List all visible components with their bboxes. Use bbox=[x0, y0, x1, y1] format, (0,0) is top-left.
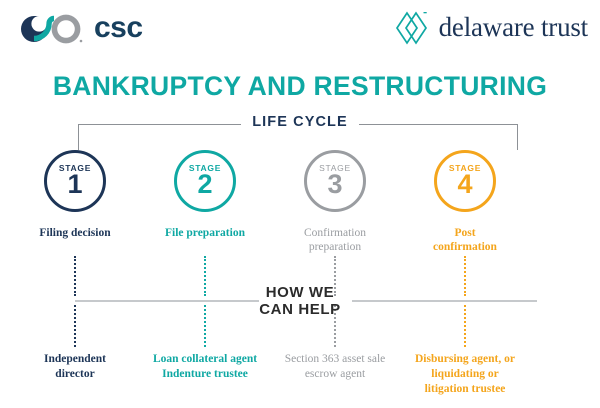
connector-dots-stage-2-upper bbox=[204, 256, 208, 296]
stage-3-circle: STAGE 3 bbox=[304, 150, 366, 212]
stage-4-label: STAGE bbox=[448, 162, 482, 173]
life-cycle-bracket bbox=[78, 124, 518, 150]
stage-1-caption: Filing decision bbox=[39, 227, 111, 239]
how-we-can-help-line-1: HOW WE bbox=[265, 284, 335, 301]
stage-3-number: 3 bbox=[327, 169, 343, 200]
connector-dots-stage-4-upper bbox=[464, 256, 468, 296]
connector-dots-stage-1-upper bbox=[74, 256, 78, 296]
stage-2-caption: File preparation bbox=[165, 227, 245, 239]
delaware-trust-logo: delaware trust bbox=[394, 10, 588, 46]
delaware-trust-diamond-icon bbox=[395, 11, 427, 45]
how-we-can-help-label: HOW WE CAN HELP bbox=[0, 284, 600, 319]
how-we-can-help-line-2: CAN HELP bbox=[259, 301, 341, 319]
stage-2-circle: STAGE 2 bbox=[174, 150, 236, 212]
connector-dots-stage-2-lower bbox=[204, 305, 208, 347]
csc-logo-icon bbox=[21, 14, 83, 44]
stage-1-circle: STAGE 1 bbox=[44, 150, 106, 212]
connector-dots-stage-3-upper bbox=[334, 256, 338, 296]
connector-dots-stage-3-lower bbox=[334, 305, 338, 347]
stage-2-label: STAGE bbox=[188, 162, 222, 173]
bracket-line-left bbox=[78, 124, 248, 126]
bracket-stub-left bbox=[78, 124, 80, 150]
life-cycle-label-text: LIFE CYCLE bbox=[241, 114, 359, 130]
page-title: BANKRUPTCY AND RESTRUCTURING bbox=[52, 71, 548, 101]
stage-1-label: STAGE bbox=[58, 162, 92, 173]
stage-2: STAGE 2 File preparation bbox=[140, 150, 270, 240]
help-rule-left bbox=[75, 300, 259, 302]
csc-wordmark: csc bbox=[94, 10, 143, 44]
stage-3-label: STAGE bbox=[319, 162, 351, 173]
stage-4-number: 4 bbox=[457, 169, 473, 200]
connector-dots-stage-4-lower bbox=[464, 305, 468, 347]
life-cycle-label: LIFE CYCLE bbox=[0, 114, 600, 130]
bracket-line-right bbox=[348, 124, 518, 126]
help-rule-right bbox=[352, 300, 537, 302]
delaware-trust-wordmark: delaware trust bbox=[438, 11, 589, 42]
connector-dots-stage-1-lower bbox=[74, 305, 78, 347]
stage-2-number: 2 bbox=[197, 169, 213, 200]
stage-1: STAGE 1 Filing decision bbox=[10, 150, 140, 240]
stage-4-circle: STAGE 4 bbox=[434, 150, 496, 212]
csc-logo: csc bbox=[14, 9, 143, 49]
stage-1-number: 1 bbox=[67, 169, 83, 200]
bracket-stub-right bbox=[516, 124, 518, 150]
